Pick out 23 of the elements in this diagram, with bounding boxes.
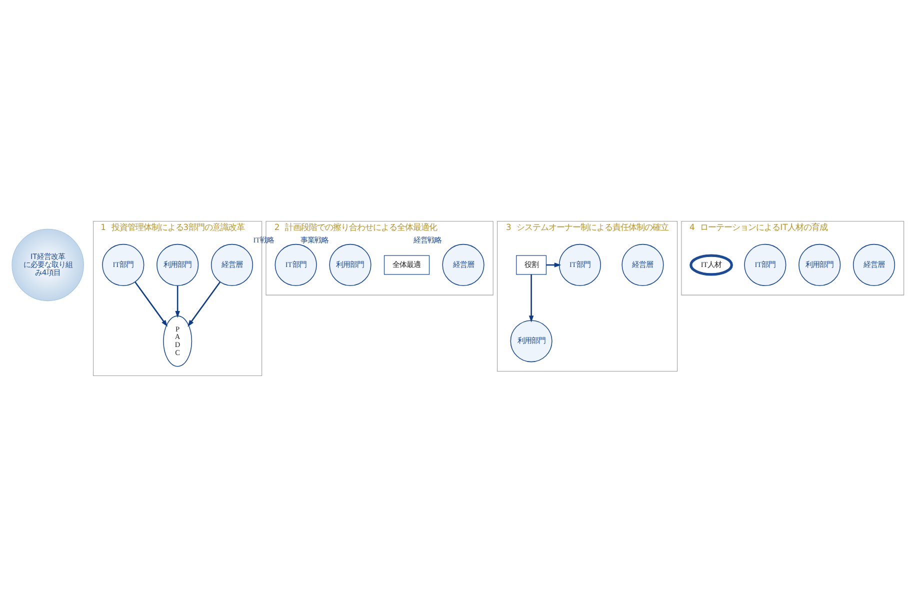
node-label: 事業戦略 [300, 235, 328, 244]
node-circle: 利用部門 [510, 320, 552, 362]
arrow [188, 282, 221, 327]
node-circle: 経営層 [442, 244, 484, 286]
node-box: 全体最適 [384, 255, 430, 275]
node-circle: IT部門 [744, 244, 786, 286]
node-circle: IT部門 [274, 244, 317, 286]
arrow [175, 286, 180, 318]
node-circle: 経営層 [210, 244, 254, 286]
node-circle: IT部門 [102, 244, 144, 286]
node-ellipse: P A D C [163, 316, 192, 367]
node-box: 役割 [516, 255, 547, 275]
node-circle: 経営層 [852, 244, 896, 286]
arrow [528, 274, 534, 322]
arrow [134, 282, 168, 327]
node-label: IT戦略 [253, 235, 274, 244]
node-circle: 利用部門 [156, 244, 199, 286]
node-circle: 利用部門 [329, 244, 372, 286]
node-circle: IT部門 [558, 244, 602, 286]
node-ellipse: IT人材 [690, 254, 733, 276]
node-label: 経営戦略 [413, 235, 442, 244]
node-circle: 利用部門 [798, 244, 841, 286]
node-circle: 経営層 [622, 244, 664, 286]
